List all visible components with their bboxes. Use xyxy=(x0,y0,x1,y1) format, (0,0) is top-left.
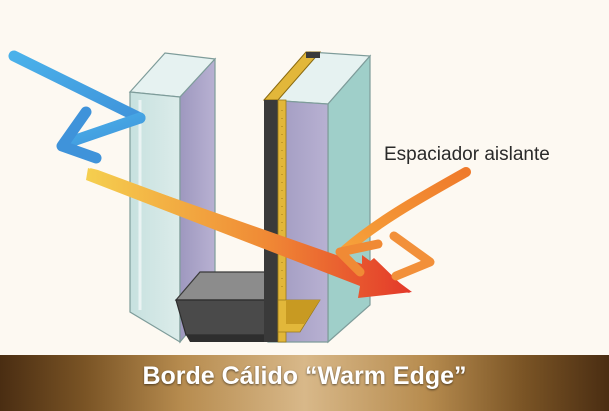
warm-heat-arrow xyxy=(86,168,412,298)
spacer-base xyxy=(174,271,269,342)
cold-light-arrow xyxy=(8,50,146,164)
reflected-heat-arrow xyxy=(335,167,471,281)
left-glass-pane xyxy=(128,52,217,344)
spacer-label: Espaciador aislante xyxy=(384,144,550,165)
diagram-title: Borde Cálido “Warm Edge” xyxy=(142,362,467,390)
insulating-spacer-profile xyxy=(262,51,322,343)
double-glazing-illustration xyxy=(8,50,471,344)
title-banner xyxy=(0,355,609,411)
